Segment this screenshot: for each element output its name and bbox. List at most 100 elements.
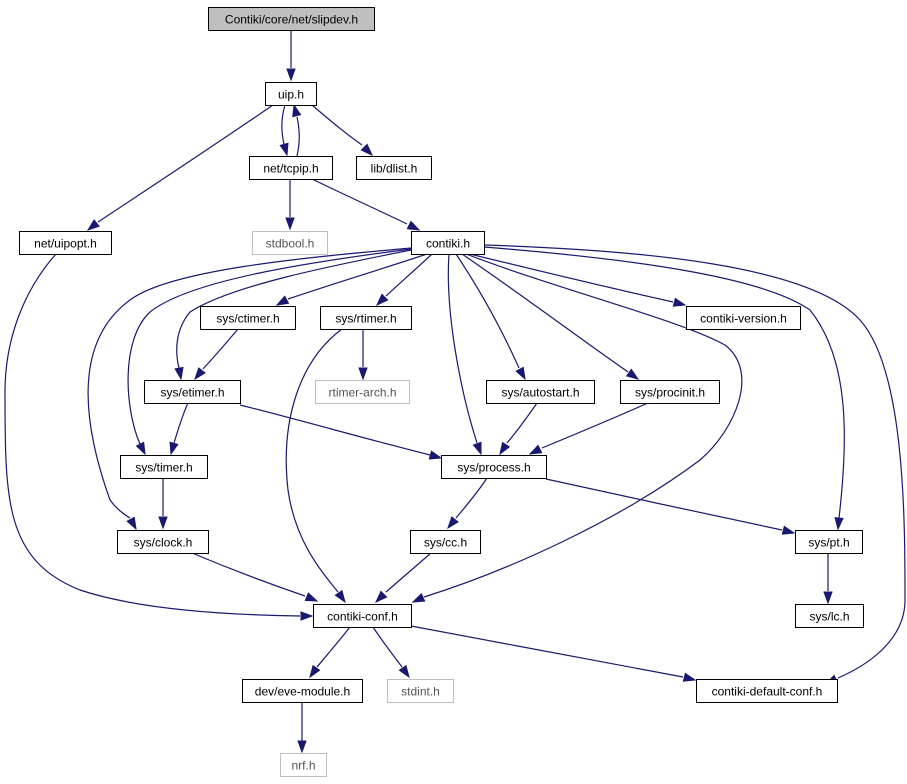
node-box: [387, 679, 454, 703]
node-version[interactable]: contiki-version.h: [686, 306, 801, 330]
node-box: [242, 679, 363, 703]
node-box: [441, 455, 547, 479]
arrowhead-icon: [406, 220, 421, 231]
node-box: [252, 231, 328, 255]
node-label: sys/procinit.h: [635, 386, 705, 400]
edge-autostart-to-process: [499, 402, 538, 456]
node-procinit[interactable]: sys/procinit.h: [620, 380, 720, 404]
node-label: sys/autostart.h: [501, 386, 579, 400]
node-label: net/tcpip.h: [263, 162, 318, 176]
node-label: dev/eve-module.h: [255, 685, 350, 699]
edge-conf-to-eve: [309, 626, 351, 679]
node-label: contiki-version.h: [700, 312, 787, 326]
node-uip[interactable]: uip.h: [265, 82, 317, 106]
node-box: [19, 231, 112, 255]
arrowhead-icon: [334, 589, 346, 604]
node-box: [410, 530, 481, 554]
arrowhead-icon: [158, 516, 168, 530]
node-cc[interactable]: sys/cc.h: [410, 530, 481, 554]
node-box: [249, 156, 333, 180]
arrowhead-icon: [428, 450, 443, 460]
node-box: [200, 306, 296, 330]
node-rtimer[interactable]: sys/rtimer.h: [320, 306, 412, 330]
edge-contiki-to-version: [469, 253, 687, 307]
node-autostart[interactable]: sys/autostart.h: [486, 380, 595, 404]
node-defconf[interactable]: contiki-default-conf.h: [696, 679, 838, 703]
node-uipopt[interactable]: net/uipopt.h: [19, 231, 112, 255]
node-label: sys/lc.h: [809, 610, 849, 624]
node-conf[interactable]: contiki-conf.h: [313, 604, 412, 628]
edge-uip-to-uipopt: [86, 104, 274, 231]
node-process[interactable]: sys/process.h: [441, 455, 547, 479]
node-label: sys/pt.h: [808, 536, 849, 550]
arrowhead-icon: [447, 516, 459, 530]
node-stdint[interactable]: stdint.h: [387, 679, 454, 703]
arrowhead-icon: [304, 592, 319, 602]
edge-process-to-cc: [447, 477, 488, 530]
arrowhead-icon: [682, 672, 697, 682]
node-label: sys/ctimer.h: [216, 312, 279, 326]
node-tcpip[interactable]: net/tcpip.h: [249, 156, 333, 180]
arrowhead-icon: [360, 143, 374, 157]
node-contiki[interactable]: contiki.h: [411, 231, 485, 255]
node-box: [265, 82, 317, 106]
arrowhead-icon: [286, 68, 296, 82]
node-rtimerarch[interactable]: rtimer-arch.h: [315, 380, 410, 404]
arrowhead-icon: [169, 441, 179, 456]
node-label: sys/cc.h: [424, 536, 467, 550]
edge-tcpip-to-stdbool: [285, 179, 295, 231]
edge-contiki-to-pt: [483, 246, 845, 531]
node-timer[interactable]: sys/timer.h: [120, 455, 208, 479]
edge-contiki-to-clock: [87, 247, 412, 531]
node-box: [208, 7, 375, 31]
node-box: [486, 380, 595, 404]
node-stdbool[interactable]: stdbool.h: [252, 231, 328, 255]
node-label: sys/etimer.h: [160, 386, 224, 400]
arrowhead-icon: [625, 368, 640, 380]
node-label: stdint.h: [401, 685, 440, 699]
node-label: sys/timer.h: [135, 461, 192, 475]
nodes: Contiki/core/net/slipdev.h uip.h net/tcpip…: [19, 7, 864, 777]
node-label: net/uipopt.h: [34, 237, 97, 251]
arrowhead-icon: [472, 441, 482, 456]
edge-slipdev-to-uip: [286, 29, 296, 82]
arrowhead-icon: [834, 517, 844, 531]
node-box: [620, 380, 720, 404]
node-box: [144, 380, 241, 404]
arrowhead-icon: [823, 591, 833, 605]
arrowhead-icon: [174, 366, 184, 381]
arrowhead-icon: [358, 367, 368, 381]
node-ctimer[interactable]: sys/ctimer.h: [200, 306, 296, 330]
node-box: [795, 530, 863, 554]
arrowhead-icon: [285, 217, 295, 231]
node-pt[interactable]: sys/pt.h: [795, 530, 863, 554]
arrowhead-icon: [275, 295, 290, 306]
node-etimer[interactable]: sys/etimer.h: [144, 380, 241, 404]
node-slipdev[interactable]: Contiki/core/net/slipdev.h: [208, 7, 375, 31]
node-label: contiki-default-conf.h: [712, 685, 823, 699]
edge-contiki-to-process: [447, 253, 482, 456]
edge-tcpip-to-uip: [292, 103, 302, 157]
node-box: [117, 530, 209, 554]
node-box: [795, 604, 864, 628]
arrowhead-icon: [292, 103, 302, 118]
node-dlist[interactable]: lib/dlist.h: [356, 156, 432, 180]
node-label: sys/clock.h: [134, 536, 193, 550]
node-label: sys/process.h: [457, 461, 530, 475]
node-lc[interactable]: sys/lc.h: [795, 604, 864, 628]
arrowhead-icon: [309, 664, 321, 679]
edge-contiki-to-ctimer: [275, 253, 428, 306]
edge-contiki-to-timer: [127, 248, 412, 456]
arrowhead-icon: [398, 664, 410, 679]
node-label: Contiki/core/net/slipdev.h: [225, 13, 358, 27]
edge-timer-to-clock: [158, 478, 168, 530]
node-clock[interactable]: sys/clock.h: [117, 530, 209, 554]
edge-contiki-to-etimer: [174, 249, 412, 381]
node-eve[interactable]: dev/eve-module.h: [242, 679, 363, 703]
arrowhead-icon: [194, 367, 206, 381]
arrowhead-icon: [126, 516, 137, 531]
node-nrf[interactable]: nrf.h: [280, 753, 327, 777]
node-label: rtimer-arch.h: [328, 386, 396, 400]
node-box: [280, 753, 327, 777]
arrowhead-icon: [375, 293, 389, 307]
